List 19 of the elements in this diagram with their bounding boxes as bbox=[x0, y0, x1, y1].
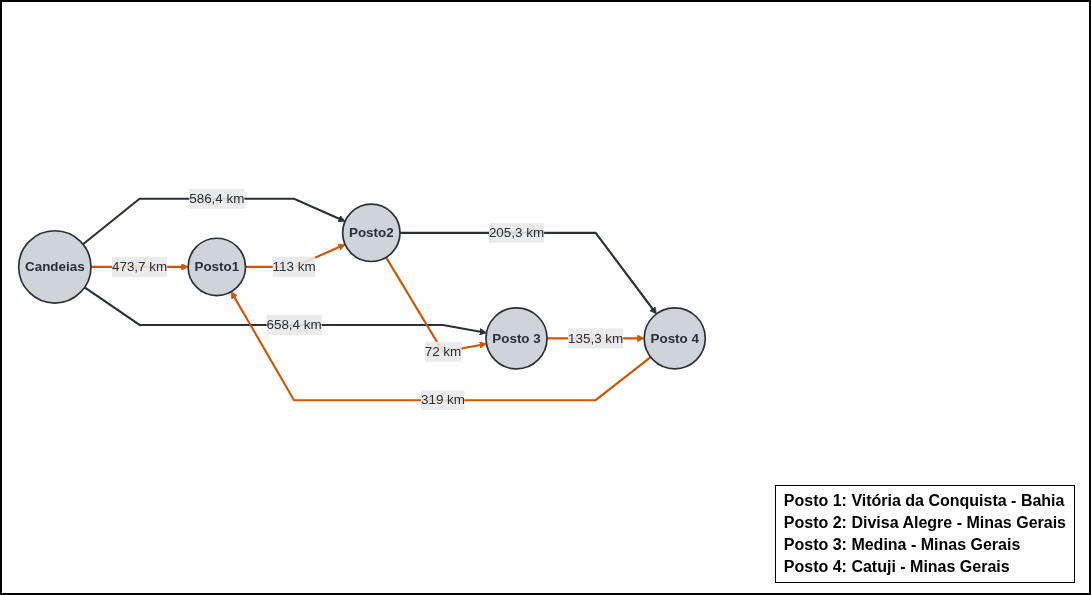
node-circle: Candeias bbox=[17, 229, 92, 304]
edge-label: 586,4 km bbox=[189, 191, 245, 206]
edge-label: 72 km bbox=[424, 344, 462, 359]
node-circle: Posto1 bbox=[187, 237, 247, 297]
arrow bbox=[230, 291, 652, 402]
node-circle: Posto2 bbox=[341, 203, 401, 263]
node-circle: Posto 4 bbox=[643, 307, 707, 370]
note-text: Posto 2: Divisa Alegre - Minas Gerais bbox=[783, 513, 1066, 533]
edge-label: 473,7 km bbox=[111, 259, 168, 274]
note-text: Posto 1: Vitória da Conquista - Bahia bbox=[783, 491, 1066, 511]
edge-label: 658,4 km bbox=[266, 317, 322, 332]
note-text: Posto 4: Catuji - Minas Gerais bbox=[783, 557, 1011, 577]
arrow bbox=[84, 286, 487, 336]
edge-label: 113 km bbox=[272, 259, 316, 274]
edge-label: 205,3 km bbox=[488, 225, 545, 240]
edge-label: 135,3 km bbox=[568, 330, 624, 346]
edge-label: 319 km bbox=[420, 392, 465, 407]
note-text: Posto 3: Medina - Minas Gerais bbox=[783, 535, 1022, 555]
node-circle: Posto 3 bbox=[485, 307, 548, 370]
